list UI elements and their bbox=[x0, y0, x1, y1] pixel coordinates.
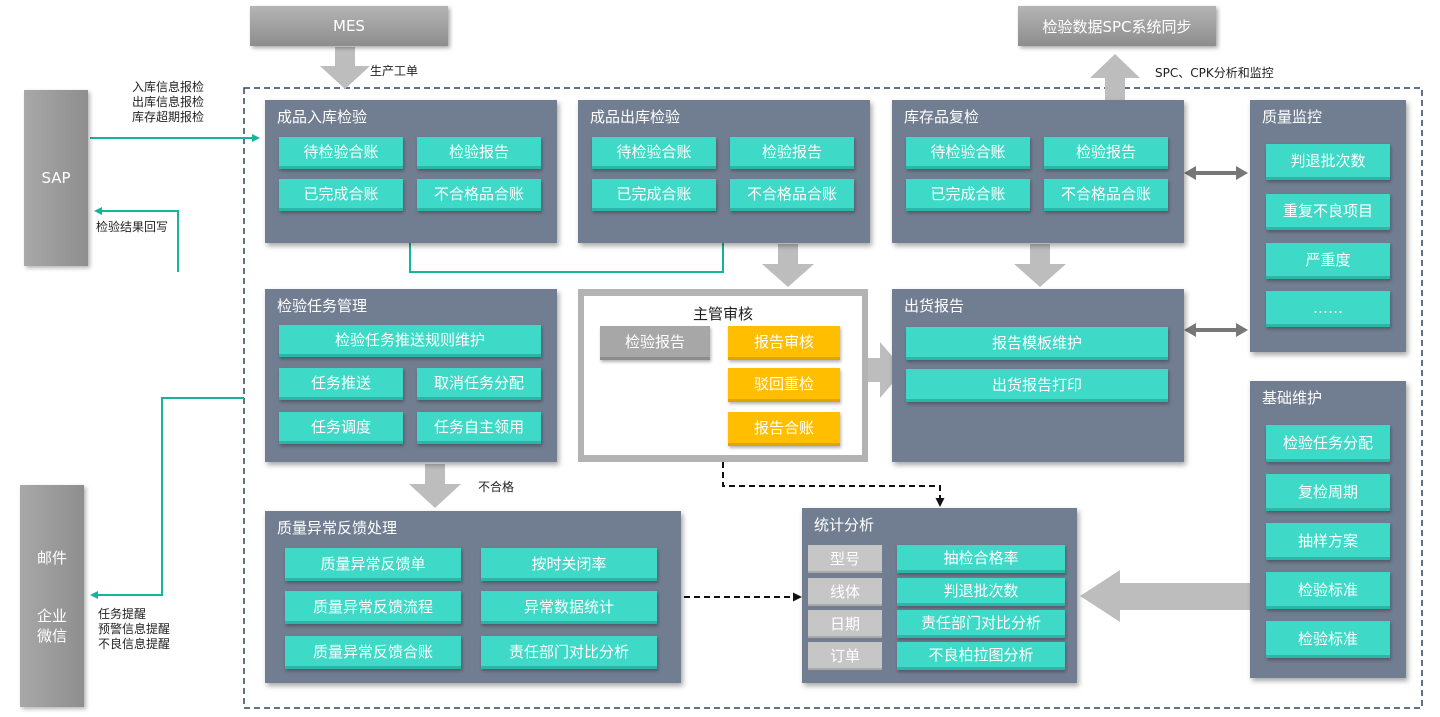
shipment-report-panel: 出货报告 报告模板维护 出货报告打印 bbox=[892, 289, 1184, 462]
abnormal-flow[interactable]: 质量异常反馈流程 bbox=[285, 591, 461, 624]
basic-sampling-plan[interactable]: 抽样方案 bbox=[1266, 523, 1390, 560]
review-title: 主管审核 bbox=[692, 305, 753, 323]
stats-pareto[interactable]: 不良柏拉图分析 bbox=[897, 642, 1065, 670]
outbound-report[interactable]: 检验报告 bbox=[730, 137, 854, 169]
outbound-inspection-panel: 成品出库检验 待检验合账 检验报告 已完成合账 不合格品合账 bbox=[578, 100, 870, 243]
stock-title: 库存品复检 bbox=[904, 108, 980, 126]
stats-dim-line[interactable]: 线体 bbox=[808, 578, 882, 606]
task-push-rules[interactable]: 检验任务推送规则维护 bbox=[279, 325, 541, 357]
outbound-pending-ledger[interactable]: 待检验合账 bbox=[592, 137, 716, 169]
outbound-title: 成品出库检验 bbox=[590, 108, 681, 126]
spc-cpk-label: SPC、CPK分析和监控 bbox=[1155, 66, 1274, 80]
task-down-arrow bbox=[409, 464, 461, 508]
outbound-down-arrow bbox=[762, 244, 814, 287]
sap-in-label-1: 入库信息报检 bbox=[132, 80, 205, 94]
abnormal-dept-compare[interactable]: 责任部门对比分析 bbox=[481, 636, 657, 669]
basic-task-assign[interactable]: 检验任务分配 bbox=[1266, 425, 1390, 462]
statistics-panel: 统计分析 型号 线体 日期 订单 抽检合格率 判退批次数 责任部门对比分析 不良… bbox=[802, 508, 1077, 683]
notify-label-3: 不良信息提醒 bbox=[98, 637, 171, 651]
basic-title: 基础维护 bbox=[1262, 389, 1323, 407]
unqualified-label: 不合格 bbox=[478, 480, 515, 494]
review-right-arrow bbox=[860, 342, 904, 398]
abnormal-ledger[interactable]: 质量异常反馈合账 bbox=[285, 636, 461, 669]
abnormal-title: 质量异常反馈处理 bbox=[277, 519, 398, 537]
task-cancel-assign[interactable]: 取消任务分配 bbox=[417, 368, 541, 400]
basic-standard-2[interactable]: 检验标准 bbox=[1266, 621, 1390, 658]
abnormal-data-stats[interactable]: 异常数据统计 bbox=[481, 591, 657, 624]
shipment-monitor-double-arrow bbox=[1184, 323, 1196, 337]
spc-sync-system: 检验数据SPC系统同步 bbox=[1018, 6, 1216, 46]
stats-dim-date[interactable]: 日期 bbox=[808, 610, 882, 638]
wechat-label-2: 微信 bbox=[36, 627, 67, 645]
stock-down-arrow bbox=[1014, 244, 1066, 287]
inbound-pending-ledger[interactable]: 待检验合账 bbox=[279, 137, 403, 169]
inbound-done-ledger[interactable]: 已完成合账 bbox=[279, 179, 403, 211]
stats-dept-compare[interactable]: 责任部门对比分析 bbox=[897, 610, 1065, 638]
quality-monitor-title: 质量监控 bbox=[1262, 108, 1323, 126]
outbound-nonconform-ledger[interactable]: 不合格品合账 bbox=[730, 179, 854, 211]
results-to-sap-line bbox=[409, 243, 724, 273]
monitor-repeat-defects[interactable]: 重复不良项目 bbox=[1266, 194, 1390, 230]
review-report[interactable]: 检验报告 bbox=[600, 326, 710, 360]
stock-monitor-double-arrow bbox=[1184, 166, 1196, 180]
stats-pass-rate[interactable]: 抽检合格率 bbox=[897, 545, 1065, 573]
wechat-label-1: 企业 bbox=[36, 607, 67, 625]
task-self-claim[interactable]: 任务自主领用 bbox=[417, 412, 541, 444]
shipment-template[interactable]: 报告模板维护 bbox=[906, 327, 1168, 360]
stock-done-ledger[interactable]: 已完成合账 bbox=[906, 179, 1030, 211]
mail-wechat-system: 邮件 企业 微信 bbox=[20, 485, 84, 707]
monitor-severity[interactable]: 严重度 bbox=[1266, 243, 1390, 279]
basic-recheck-cycle[interactable]: 复检周期 bbox=[1266, 474, 1390, 511]
stock-report[interactable]: 检验报告 bbox=[1044, 137, 1168, 169]
task-push[interactable]: 任务推送 bbox=[279, 368, 403, 400]
shipment-print[interactable]: 出货报告打印 bbox=[906, 369, 1168, 402]
mes-system: MES bbox=[250, 6, 448, 46]
inbound-report[interactable]: 检验报告 bbox=[417, 137, 541, 169]
notify-label-1: 任务提醒 bbox=[98, 607, 147, 621]
sap-back-label: 检验结果回写 bbox=[96, 220, 169, 234]
basic-standard-1[interactable]: 检验标准 bbox=[1266, 572, 1390, 609]
inbound-title: 成品入库检验 bbox=[277, 108, 368, 126]
monitor-reject-batches[interactable]: 判退批次数 bbox=[1266, 144, 1390, 180]
monitor-more[interactable]: …… bbox=[1266, 291, 1390, 327]
basic-left-arrow bbox=[1080, 570, 1250, 622]
task-dispatch[interactable]: 任务调度 bbox=[279, 412, 403, 444]
stats-reject-batches[interactable]: 判退批次数 bbox=[897, 578, 1065, 606]
quality-abnormal-panel: 质量异常反馈处理 质量异常反馈单 按时关闭率 质量异常反馈流程 异常数据统计 质… bbox=[265, 511, 681, 683]
abnormal-form[interactable]: 质量异常反馈单 bbox=[285, 548, 461, 581]
review-inner-box: 主管审核 检验报告 报告审核 驳回重检 报告合账 bbox=[584, 296, 862, 455]
notify-label-2: 预警信息提醒 bbox=[98, 622, 171, 636]
quality-monitor-panel: 质量监控 判退批次数 重复不良项目 严重度 …… bbox=[1250, 100, 1406, 352]
review-reject[interactable]: 驳回重检 bbox=[728, 368, 840, 402]
shipment-title: 出货报告 bbox=[904, 297, 965, 315]
sap-in-label-2: 出库信息报检 bbox=[132, 95, 205, 109]
outbound-done-ledger[interactable]: 已完成合账 bbox=[592, 179, 716, 211]
stock-nonconform-ledger[interactable]: 不合格品合账 bbox=[1044, 179, 1168, 211]
sap-in-label-3: 库存超期报检 bbox=[132, 110, 205, 124]
supervisor-review-panel: 主管审核 检验报告 报告审核 驳回重检 报告合账 bbox=[578, 289, 868, 462]
task-to-notify-line bbox=[90, 397, 244, 599]
mes-down-arrow bbox=[320, 47, 370, 89]
abnormal-close-rate[interactable]: 按时关闭率 bbox=[481, 548, 657, 581]
task-mgmt-title: 检验任务管理 bbox=[277, 297, 368, 315]
stats-title: 统计分析 bbox=[814, 516, 875, 534]
stats-dim-order[interactable]: 订单 bbox=[808, 642, 882, 670]
review-ledger[interactable]: 报告合账 bbox=[728, 412, 840, 446]
inbound-nonconform-ledger[interactable]: 不合格品合账 bbox=[417, 179, 541, 211]
spc-up-arrow bbox=[1090, 54, 1140, 100]
task-management-panel: 检验任务管理 检验任务推送规则维护 任务推送 取消任务分配 任务调度 任务自主领… bbox=[265, 289, 557, 462]
results-back-line bbox=[94, 207, 179, 272]
review-approve[interactable]: 报告审核 bbox=[728, 326, 840, 360]
mail-label: 邮件 bbox=[36, 549, 67, 567]
stock-recheck-panel: 库存品复检 待检验合账 检验报告 已完成合账 不合格品合账 bbox=[892, 100, 1184, 243]
work-order-label: 生产工单 bbox=[370, 64, 419, 78]
basic-maintenance-panel: 基础维护 检验任务分配 复检周期 抽样方案 检验标准 检验标准 bbox=[1250, 381, 1406, 678]
stats-dim-model[interactable]: 型号 bbox=[808, 545, 882, 573]
review-to-stats-dashed bbox=[722, 462, 945, 507]
sap-system: SAP bbox=[24, 90, 88, 266]
inbound-inspection-panel: 成品入库检验 待检验合账 检验报告 已完成合账 不合格品合账 bbox=[265, 100, 557, 243]
stock-pending-ledger[interactable]: 待检验合账 bbox=[906, 137, 1030, 169]
